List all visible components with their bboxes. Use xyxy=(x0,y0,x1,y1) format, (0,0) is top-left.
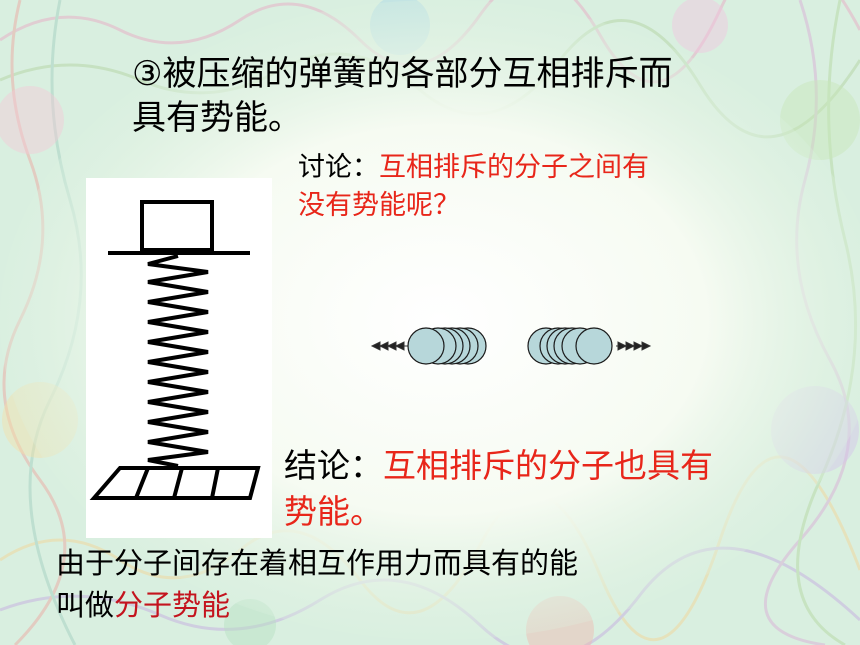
definition-prefix: 叫做 xyxy=(56,588,115,622)
conclusion-text-part-1: 互相排斥的分子也具有 xyxy=(383,446,713,485)
spring-base xyxy=(89,466,261,500)
spring-weight-block xyxy=(140,200,214,252)
definition-term: 分子势能 xyxy=(114,588,231,622)
conclusion-line-2: 势能。 xyxy=(284,492,383,531)
definition-line-1: 由于分子间存在着相互作用力而具有的能 xyxy=(56,546,579,580)
compressed-spring-illustration xyxy=(89,200,261,500)
left-molecule-group xyxy=(407,327,487,365)
discussion-line-2: 没有势能呢？ xyxy=(298,190,460,221)
conclusion-label: 结论： xyxy=(284,446,383,485)
statement-line-1: ③被压缩的弹簧的各部分互相排斥而 xyxy=(132,54,673,94)
right-molecule-group xyxy=(527,327,613,365)
spring-coil xyxy=(147,254,209,468)
repelling-molecules-diagram xyxy=(370,327,652,365)
statement-line-2: 具有势能。 xyxy=(132,98,302,138)
definition-line-2: 叫做分子势能 xyxy=(56,585,230,625)
discussion-question-part-1: 互相排斥的分子之间有 xyxy=(379,152,649,183)
conclusion-line-1: 结论：互相排斥的分子也具有 xyxy=(284,444,713,488)
discussion-line-1: 讨论：互相排斥的分子之间有 xyxy=(298,150,649,186)
discussion-label: 讨论： xyxy=(298,152,379,183)
